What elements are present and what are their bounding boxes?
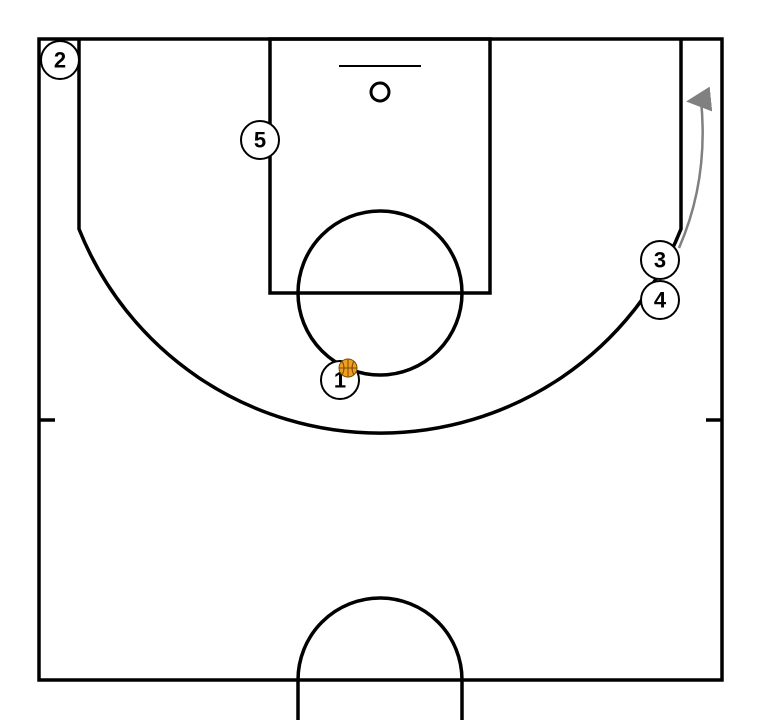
player-2: 2 (40, 40, 80, 80)
player-marker (640, 240, 680, 280)
player-4: 4 (640, 280, 680, 320)
basket-rim (369, 81, 391, 103)
ball-seam (351, 360, 355, 376)
court-boundary (37, 37, 724, 682)
player-label: 2 (54, 48, 66, 73)
center-circle (296, 596, 464, 720)
player-marker (240, 120, 280, 160)
court-lines (37, 37, 724, 720)
player-marker (640, 280, 680, 320)
free-throw-circle (296, 209, 464, 377)
three-point-line (77, 39, 683, 435)
ball-seam (341, 360, 345, 376)
player-label: 4 (654, 288, 667, 313)
player-3: 3 (640, 240, 680, 280)
player-5: 5 (240, 120, 280, 160)
player-label: 3 (654, 248, 666, 273)
basketball-icon (338, 358, 358, 378)
free-throw-lane (268, 37, 492, 295)
arrow-icon (677, 86, 713, 249)
player-label: 5 (254, 128, 266, 153)
player-marker (40, 40, 80, 80)
